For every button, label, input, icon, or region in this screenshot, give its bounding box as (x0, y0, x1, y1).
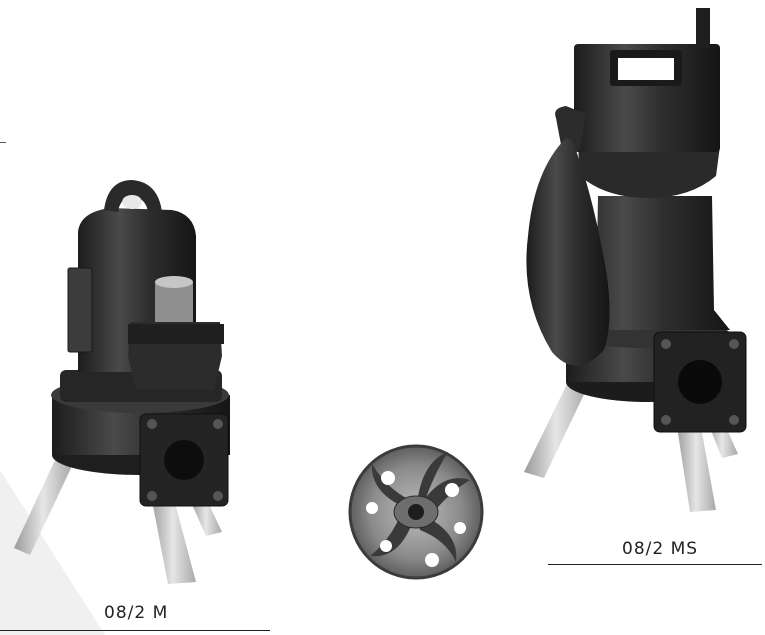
edge-tick (0, 142, 6, 143)
pump-08-2-ms (524, 8, 747, 512)
left-pump-leg-center (150, 490, 196, 584)
left-pump-leg-right (190, 498, 222, 536)
impeller (348, 444, 484, 580)
left-pump-leg-left (14, 460, 72, 555)
caption-left-pump: 08/2 M (104, 603, 169, 623)
caption-right-pump: 08/2 MS (622, 539, 699, 559)
right-pump-leg-left (524, 382, 588, 478)
pump-08-2-m (14, 180, 230, 584)
right-pump-leg-center (676, 420, 716, 512)
caption-left-underline (0, 630, 270, 631)
caption-right-underline (548, 564, 762, 565)
